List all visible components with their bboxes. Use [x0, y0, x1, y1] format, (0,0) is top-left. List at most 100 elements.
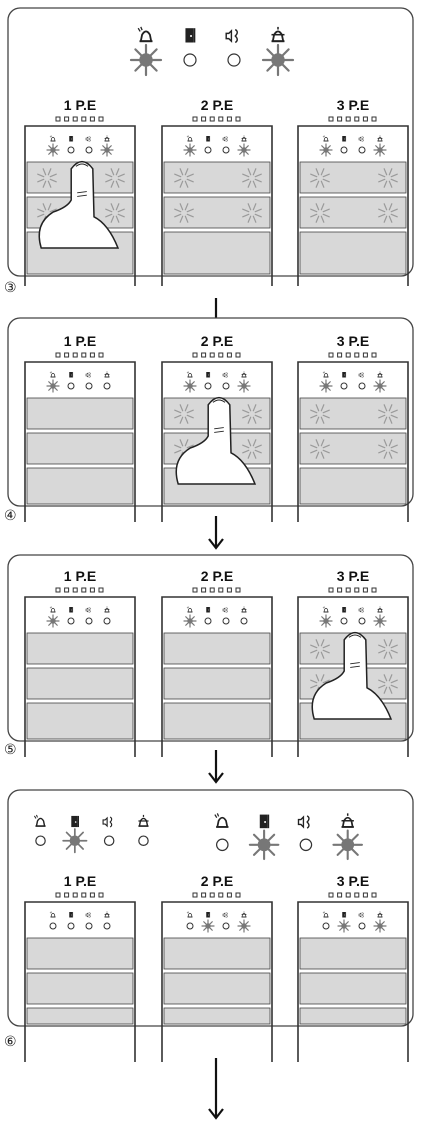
- light-ray: [185, 616, 189, 620]
- panel-led-on: [46, 614, 60, 628]
- sparkle-ray: [315, 651, 320, 659]
- call-button-2[interactable]: [299, 972, 407, 1005]
- call-button-3[interactable]: [26, 467, 134, 505]
- sparkle-ray: [105, 213, 113, 218]
- mute-speaker-icon: [225, 28, 238, 44]
- bell-icon: [49, 135, 56, 142]
- panel-2: 2 P.E: [161, 333, 273, 522]
- sparkle-ray: [186, 409, 194, 414]
- call-button-1[interactable]: [26, 937, 134, 970]
- panel-label: 3 P.E: [337, 333, 369, 349]
- light-core: [341, 838, 355, 852]
- sparkle-ray: [184, 215, 189, 223]
- call-button-1[interactable]: [299, 937, 407, 970]
- call-button-3[interactable]: [299, 231, 407, 275]
- call-button-2[interactable]: [163, 972, 271, 1005]
- button-sparkle: [174, 168, 194, 188]
- icon-shape: [72, 607, 74, 613]
- icon-shape: [187, 372, 193, 378]
- sparkle-ray: [37, 173, 45, 178]
- call-button-1[interactable]: [26, 397, 134, 430]
- panel-led-off: [222, 146, 230, 154]
- call-button-3[interactable]: [163, 1007, 271, 1025]
- icon-shape: [34, 815, 37, 819]
- alarm-bell-icon: [271, 26, 285, 43]
- call-button-2[interactable]: [163, 196, 271, 229]
- sparkle-ray: [310, 414, 318, 419]
- sparkle-ray: [310, 449, 318, 454]
- icon-shape: [362, 136, 364, 142]
- sparkle-ray: [322, 178, 330, 183]
- icon-shape: [222, 136, 226, 142]
- panel-led-off: [340, 146, 348, 154]
- panel-label: 2 P.E: [201, 97, 233, 113]
- call-button-1[interactable]: [299, 161, 407, 194]
- sparkle-ray: [378, 173, 386, 178]
- icon-shape: [344, 914, 345, 916]
- speaker-hole: [55, 352, 61, 358]
- call-button-2[interactable]: [26, 432, 134, 465]
- knuckle-line: [77, 191, 87, 194]
- icon-shape: [85, 607, 89, 613]
- sparkle-ray: [378, 414, 386, 419]
- call-button-3[interactable]: [299, 467, 407, 505]
- icon-shape: [344, 374, 345, 376]
- light-ray: [266, 48, 275, 57]
- sparkle-ray: [390, 414, 398, 419]
- call-button-1[interactable]: [163, 632, 271, 665]
- call-button-2[interactable]: [26, 667, 134, 700]
- light-ray: [77, 831, 84, 838]
- panel-label: 3 P.E: [337, 97, 369, 113]
- light-core: [139, 53, 153, 67]
- pointing-finger-icon: [175, 396, 257, 485]
- light-ray: [381, 381, 385, 385]
- panel-led-off: [103, 382, 111, 390]
- speaker-hole: [345, 352, 351, 358]
- light-core: [241, 147, 247, 153]
- speaker-hole: [98, 116, 104, 122]
- light-ray: [375, 616, 379, 620]
- alarm-bell-icon: [104, 135, 110, 142]
- icon-shape: [49, 371, 51, 374]
- panel-1: 1 P.E: [24, 568, 136, 757]
- sparkle-ray: [47, 203, 52, 211]
- panel-status-1: [46, 606, 60, 628]
- sparkle-ray: [252, 215, 257, 223]
- light-ray: [336, 833, 345, 842]
- speaker-hole: [72, 116, 78, 122]
- call-button-3[interactable]: [26, 702, 134, 740]
- light-core: [377, 147, 383, 153]
- light-ray: [375, 151, 379, 155]
- button-sparkle: [378, 404, 398, 424]
- icon-shape: [85, 372, 89, 378]
- speaker-hole: [337, 352, 343, 358]
- sparkle-ray: [179, 416, 184, 424]
- call-button-3[interactable]: [299, 1007, 407, 1025]
- call-button-1[interactable]: [163, 161, 271, 194]
- call-button-3[interactable]: [163, 231, 271, 275]
- call-button-3[interactable]: [163, 702, 271, 740]
- sparkle-ray: [186, 213, 194, 218]
- icon-shape: [358, 607, 362, 613]
- icon-shape: [137, 27, 141, 32]
- call-button-3[interactable]: [26, 1007, 134, 1025]
- call-button-2[interactable]: [299, 196, 407, 229]
- icon-shape: [89, 607, 91, 613]
- call-button-2[interactable]: [26, 972, 134, 1005]
- panel-status-2: [204, 607, 212, 625]
- call-button-2[interactable]: [299, 432, 407, 465]
- panel-3: 3 P.E: [297, 97, 409, 286]
- call-button-1[interactable]: [26, 632, 134, 665]
- call-button-2[interactable]: [163, 667, 271, 700]
- speaker-hole: [345, 116, 351, 122]
- icon-shape: [342, 136, 346, 142]
- sparkle-ray: [252, 168, 257, 176]
- door-icon: [342, 372, 347, 378]
- speaker-hole: [192, 352, 198, 358]
- call-button-1[interactable]: [163, 937, 271, 970]
- sparkle-ray: [179, 168, 184, 176]
- light-ray: [245, 151, 249, 155]
- panel-status-1: [319, 371, 333, 393]
- call-button-1[interactable]: [299, 397, 407, 430]
